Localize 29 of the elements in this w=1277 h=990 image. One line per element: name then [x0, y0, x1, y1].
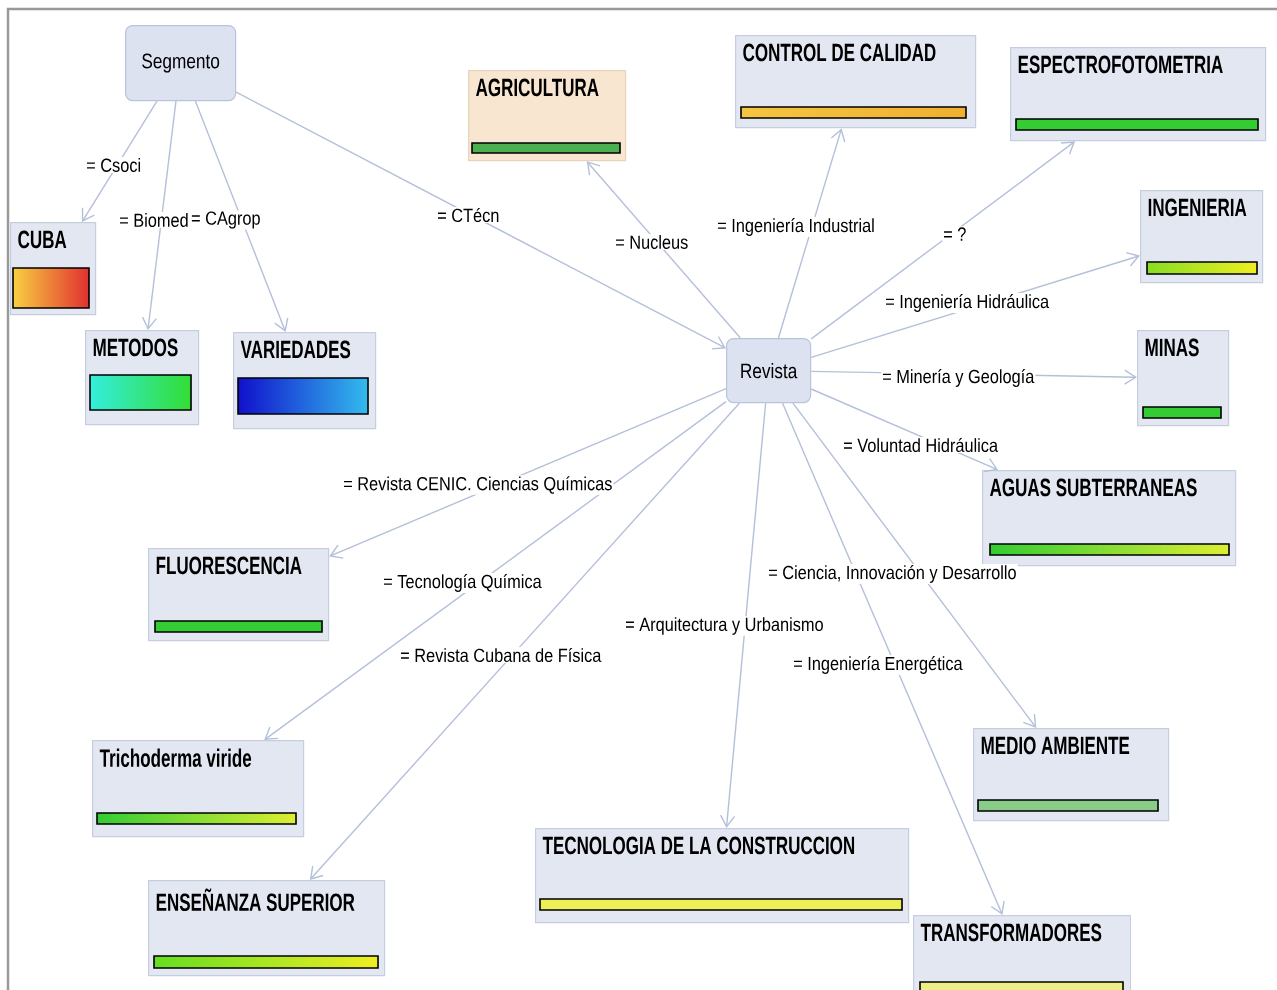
arrow [309, 402, 741, 880]
arrow [81, 100, 158, 222]
edge-label: = Revista CENIC. Ciencias Químicas [342, 475, 614, 495]
arrow [719, 402, 767, 828]
arrow [586, 161, 742, 339]
arrow [329, 387, 727, 559]
arrow [781, 402, 1005, 915]
arrow [264, 400, 727, 740]
edge-label: = Minería y Geología [881, 368, 1036, 388]
topic-bubble: Segmento [125, 25, 237, 102]
edge-label: = Ciencia, Innovación y Desarrollo [767, 564, 1018, 584]
edge-label: = Ingeniería Energética [792, 655, 964, 675]
edge-label: = Nucleus [614, 234, 690, 250]
arrow [235, 91, 726, 350]
arrow [777, 128, 846, 339]
edge-label: = CAgrop [190, 210, 262, 230]
edge-label: = Arquitectura y Urbanismo [624, 616, 825, 636]
edge-label: = Ingeniería Industrial [716, 217, 876, 237]
edge-label: = Csoci [85, 157, 143, 173]
topic-bubble: Revista [726, 338, 812, 404]
edge-label: = ? [942, 226, 968, 242]
arrow [141, 100, 177, 330]
arrow [792, 402, 1037, 728]
topic-box: TRANSFORMADORES [913, 915, 1132, 990]
edge-label: = Tecnología Química [382, 573, 543, 593]
arrow [194, 100, 289, 332]
edge-label: = Ingeniería Hidráulica [884, 293, 1051, 313]
edge-label: = Biomed [118, 212, 190, 228]
arrow [810, 141, 1076, 340]
